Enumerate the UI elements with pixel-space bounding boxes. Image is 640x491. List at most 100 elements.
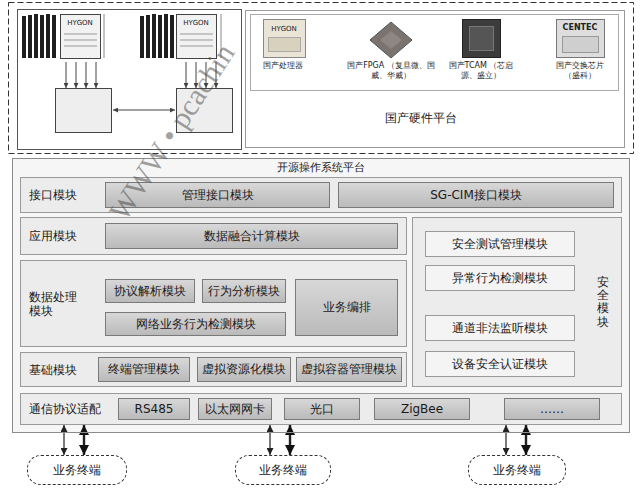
node-label: 行为分析模块: [208, 284, 280, 298]
server-cluster: [177, 15, 217, 59]
node-label: 接口模块: [29, 188, 77, 202]
panel-title: 国产硬件平台: [385, 111, 457, 125]
double-arrow: [525, 425, 527, 455]
server-cluster: [86, 62, 87, 88]
server-cluster: [64, 40, 97, 41]
server-cluster: [56, 89, 112, 133]
server-cluster: [64, 46, 97, 47]
server-cluster: [140, 16, 144, 58]
security-box: 通道非法监听模块: [425, 315, 575, 341]
node-label: 通道非法监听模块: [452, 321, 548, 335]
chip-caption: 国产TCAM （芯启源、盛立）: [444, 61, 518, 87]
platform-frame: 管理接口模块 SG-CIM接口模块 接口模块数据融合计算模块 应用模块协议解析模块 行为…: [12, 158, 630, 433]
node-label: 国产处理器: [263, 61, 303, 71]
server-cluster: [40, 15, 44, 58]
protocol-box: ZigBee: [374, 398, 470, 420]
hardware-platform-panel: 国产处理器 国产FPGA （复旦微、国威、华威） 国产TCAM （芯启源、盛立） 国产…: [245, 10, 625, 148]
brand-mark: HYGON: [67, 20, 93, 27]
brand-mark: HYGON: [183, 20, 209, 27]
terminal-box: 业务终端: [235, 455, 331, 485]
server-cluster: [66, 62, 67, 88]
node-label: 设备安全认证模块: [452, 357, 548, 371]
node-label: 数据处理模块: [29, 289, 81, 318]
module-box: 终端管理模块: [98, 357, 190, 382]
server-cluster: [22, 16, 26, 58]
module-box: 数据融合计算模块: [105, 223, 398, 249]
server-cluster: [104, 14, 105, 58]
node-label: ZigBee: [401, 402, 443, 416]
module-box: SG-CIM接口模块: [338, 182, 614, 208]
node-label: 通信协议适配: [29, 402, 101, 416]
terminal-box: 业务终端: [468, 455, 566, 485]
node-label: 业务终端: [53, 463, 101, 477]
node-label: ……: [540, 402, 564, 416]
layer-band: 协议解析模块 行为分析模块网络业务行为检测模块 业务编排 数据处理模块: [20, 260, 407, 347]
node-label: 业务终端: [493, 463, 541, 477]
server-cluster: [177, 89, 233, 133]
server-cluster: [34, 14, 38, 58]
node-label: 业务终端: [259, 463, 307, 477]
chip-caption: 国产FPGA （复旦微、国威、华威）: [343, 61, 439, 87]
security-box: 安全测试管理模块: [425, 231, 575, 257]
layer-band: 数据融合计算模块 应用模块: [20, 217, 407, 255]
server-cluster: [170, 15, 174, 58]
panel-title: 安全模块: [597, 276, 609, 329]
server-cluster: [46, 14, 50, 58]
module-box: 业务编排: [295, 279, 398, 336]
double-arrow: [289, 425, 291, 455]
server-cluster: [164, 14, 168, 58]
double-arrow: [269, 425, 270, 455]
chip-gallery: [557, 20, 605, 58]
node-label: 安全测试管理模块: [452, 237, 548, 251]
server-cluster: [216, 62, 217, 88]
server-cluster: [221, 14, 222, 58]
chip-caption: 国产交换芯片 （盛科）: [549, 61, 611, 87]
server-cluster: [206, 62, 207, 88]
protocol-box: 光口: [284, 398, 360, 420]
server-cluster: [180, 40, 213, 41]
server-cluster: [52, 15, 56, 58]
brand-mark: HYGON: [271, 26, 297, 33]
module-box: 虚拟容器管理模块: [296, 357, 402, 382]
chip-caption: 国产处理器: [253, 61, 313, 75]
server-cluster: [196, 62, 197, 88]
hardware-frame: [9, 3, 634, 154]
server-cluster: [186, 62, 187, 88]
module-box: 行为分析模块: [202, 279, 286, 303]
server-cluster: [18, 10, 242, 150]
node-label: 虚拟容器管理模块: [301, 362, 397, 376]
server-cluster: [76, 62, 77, 88]
chip-gallery: [269, 38, 301, 52]
chip-gallery: [264, 20, 306, 58]
node-label: 光口: [310, 402, 334, 416]
chip-gallery: [380, 31, 402, 49]
protocol-box: ……: [504, 398, 600, 420]
protocol-box: 以太网网卡: [198, 398, 272, 420]
node-label: 协议解析模块: [114, 284, 186, 298]
security-box: 异常行为检测模块: [425, 265, 575, 291]
node-label: 基础模块: [29, 362, 77, 376]
server-cluster: [61, 15, 101, 59]
node-label: 应用模块: [29, 229, 77, 243]
node-label: 国产FPGA （复旦微、国威、华威）: [343, 61, 439, 80]
node-label: SG-CIM接口模块: [430, 188, 522, 202]
server-cluster: [180, 34, 213, 35]
server-cluster: [180, 46, 213, 47]
chip-gallery: [370, 22, 412, 58]
module-box: 管理接口模块: [105, 182, 330, 208]
chip-gallery: [463, 20, 501, 58]
node-label: 异常行为检测模块: [452, 271, 548, 285]
double-arrow: [83, 425, 85, 455]
double-arrow: [505, 425, 506, 455]
server-cluster: [18, 10, 242, 150]
node-label: 网络业务行为检测模块: [136, 317, 256, 331]
node-label: 数据融合计算模块: [204, 229, 300, 243]
node-label: 虚拟资源化模块: [202, 362, 286, 376]
server-cluster: [64, 34, 97, 35]
module-box: 虚拟资源化模块: [197, 357, 291, 382]
security-box: 设备安全认证模块: [425, 351, 575, 377]
chip-gallery: [470, 27, 494, 51]
layer-band: RS485以太网网卡光口ZigBee……通信协议适配: [20, 393, 622, 425]
module-box: 网络业务行为检测模块: [105, 312, 286, 336]
chip-gallery: [251, 15, 619, 91]
